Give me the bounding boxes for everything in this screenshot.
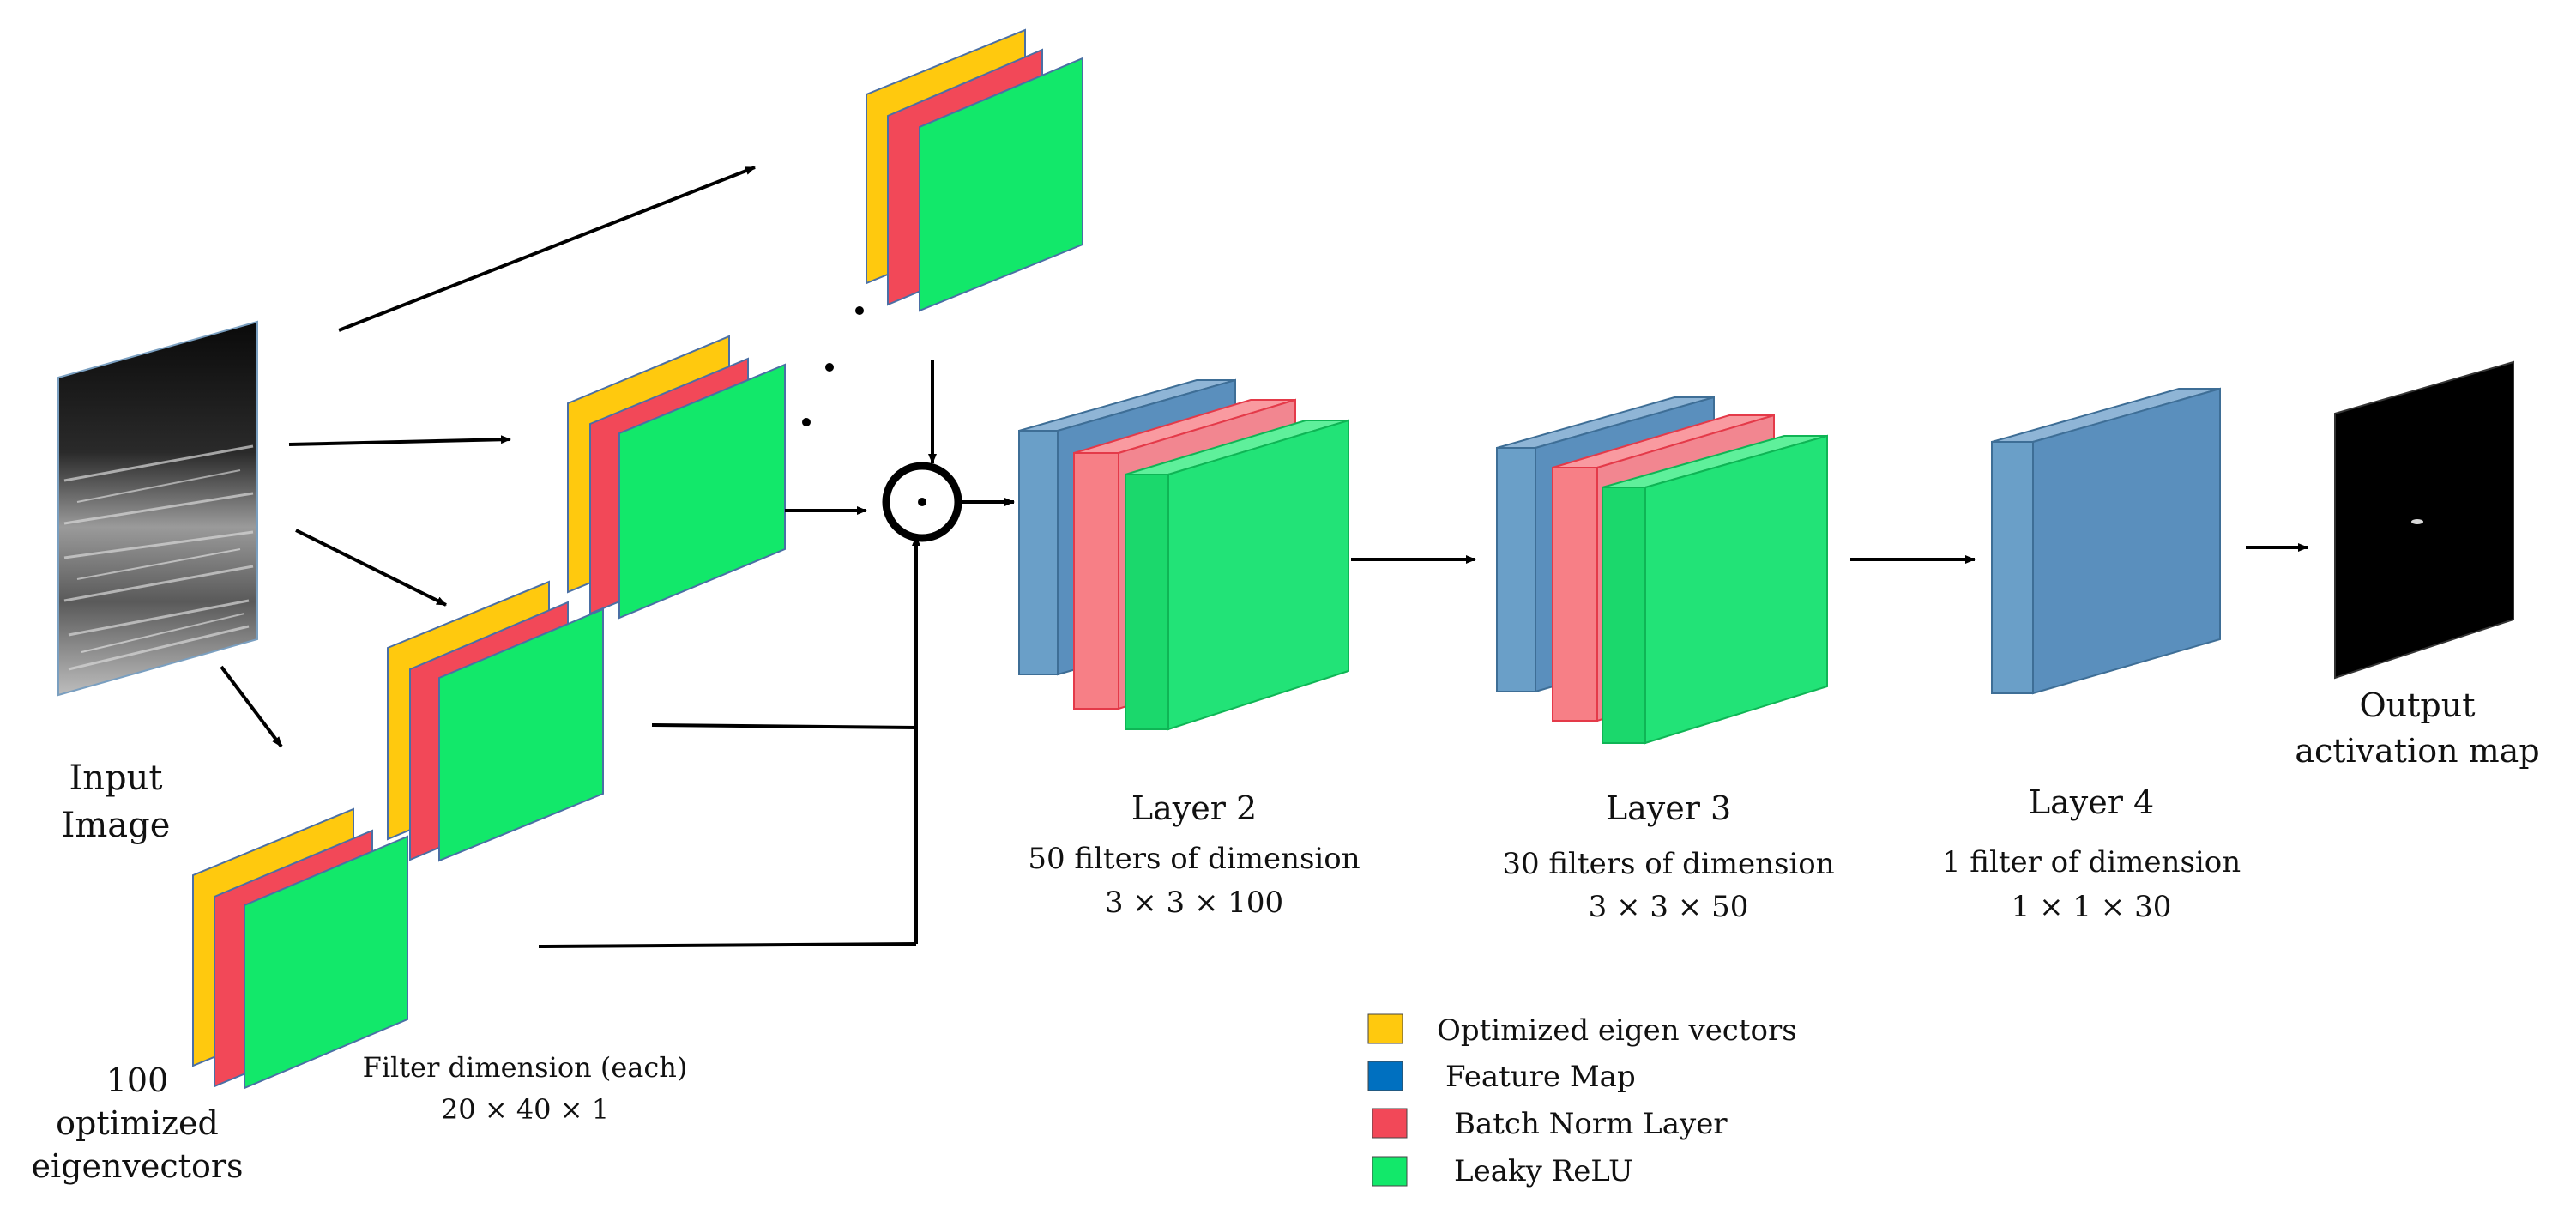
legend: Optimized eigen vectors Feature Map Batc…	[1367, 1013, 1797, 1188]
dot-product-operator-icon	[882, 462, 962, 542]
legend-label-eigen: Optimized eigen vectors	[1437, 1013, 1797, 1048]
input-label-line1: Input	[69, 759, 162, 798]
layer3-title: Layer 3	[1606, 789, 1731, 827]
merge-connectors	[538, 360, 937, 948]
output-label-line1: Output	[2360, 686, 2476, 724]
layer4-desc-line2: 1 × 1 × 30	[2012, 890, 2172, 924]
input-arrows	[220, 166, 756, 748]
layer4-title: Layer 4	[2029, 783, 2154, 821]
legend-label-batchnorm: Batch Norm Layer	[1454, 1107, 1728, 1141]
filter-dimension-value: 20 × 40 × 1	[441, 1093, 609, 1126]
layer4-block	[1991, 387, 2221, 695]
eigen-count-label: 100	[106, 1061, 169, 1099]
legend-swatch-batchnorm	[1372, 1108, 1408, 1139]
filter-stack-middle	[567, 335, 786, 620]
layer3-desc-line2: 3 × 3 × 50	[1589, 890, 1749, 924]
legend-swatch-eigen	[1367, 1013, 1403, 1044]
eigen-optimized-label: optimized	[56, 1104, 219, 1142]
layer4-desc-line1: 1 filter of dimension	[1942, 845, 2241, 880]
legend-swatch-feature	[1367, 1061, 1403, 1091]
eigenvectors-label: eigenvectors	[32, 1147, 244, 1185]
output-activation-map	[2334, 360, 2514, 680]
layer3-blocks	[1496, 396, 1828, 745]
layer2-desc-line2: 3 × 3 × 100	[1105, 886, 1283, 920]
output-label-line2: activation map	[2295, 732, 2539, 770]
vertical-ellipsis-dots	[802, 306, 864, 426]
filter-stack-lower	[387, 580, 604, 862]
filter-stack-top	[866, 28, 1083, 312]
layer2-desc-line1: 50 filters of dimension	[1028, 842, 1360, 876]
legend-swatch-relu	[1372, 1156, 1408, 1187]
layer2-title: Layer 2	[1131, 789, 1257, 827]
legend-label-feature: Feature Map	[1445, 1060, 1636, 1094]
legend-label-relu: Leaky ReLU	[1454, 1154, 1633, 1188]
input-image	[57, 320, 258, 697]
layer3-desc-line1: 30 filters of dimension	[1502, 847, 1834, 881]
input-label-line2: Image	[62, 806, 171, 845]
layer2-blocks	[1018, 378, 1349, 731]
filter-stack-bottom	[192, 807, 408, 1090]
filter-dimension-label: Filter dimension (each)	[363, 1051, 688, 1084]
